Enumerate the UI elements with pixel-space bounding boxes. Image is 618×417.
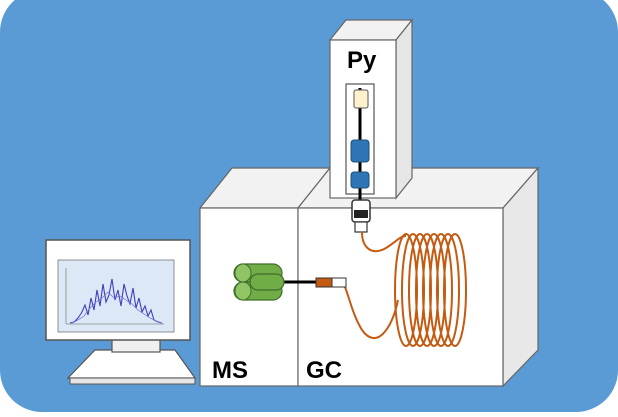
gas-chromatograph-label: GC	[306, 357, 342, 384]
ion-source	[233, 263, 285, 301]
mass-spectrum-icon	[65, 268, 164, 325]
pyrolysis-cup-upper	[350, 139, 370, 163]
computer-monitor-icon	[45, 239, 197, 385]
gas-chromatograph-box	[296, 166, 540, 388]
gc-column	[343, 231, 467, 347]
injector-interface	[351, 196, 371, 233]
transfer-line	[282, 277, 347, 288]
pyrolyzer-tower	[328, 18, 414, 200]
mass-spectrometer-label: MS	[212, 357, 248, 384]
pyrolysis-cup-lower	[350, 171, 370, 189]
pyrolyzer-label: Py	[347, 47, 377, 74]
sample-holder	[353, 89, 369, 109]
